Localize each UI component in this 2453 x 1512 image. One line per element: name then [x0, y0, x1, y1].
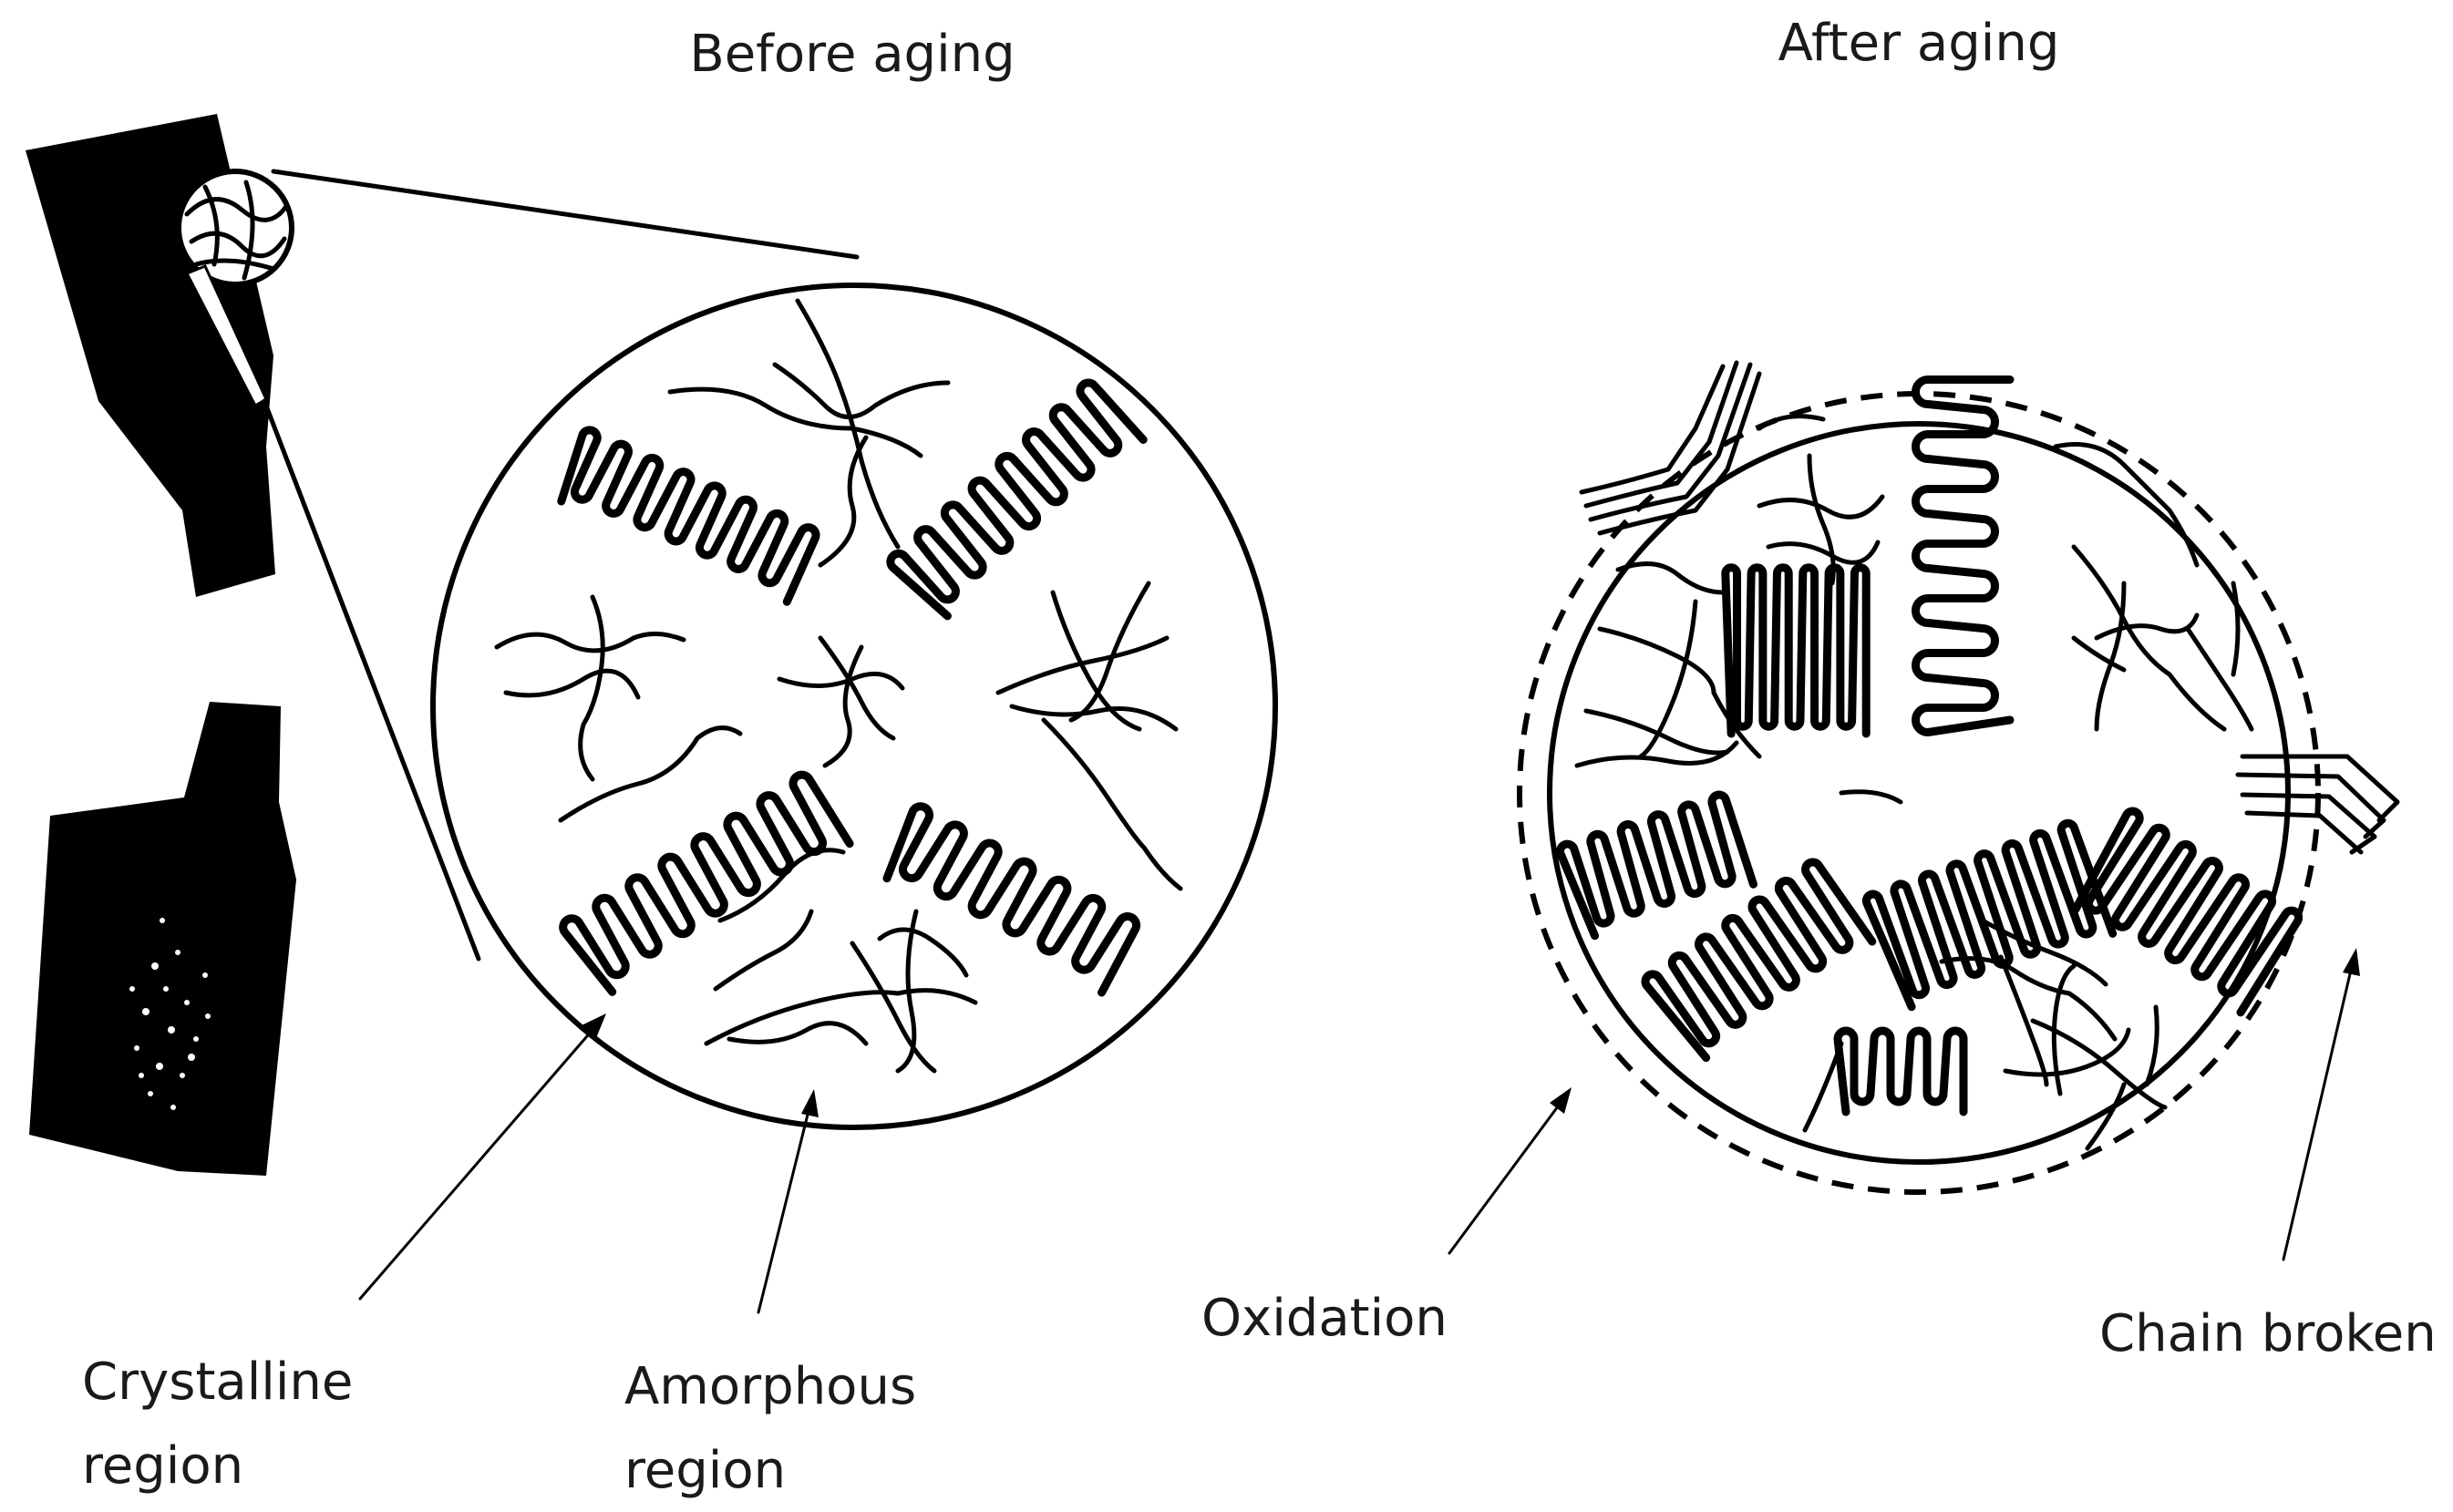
crystalline-label-line1: Crystalline — [82, 1353, 353, 1412]
lamella-stack — [559, 770, 854, 996]
before-lamellae — [557, 378, 1148, 997]
crystalline-label-line2: region — [82, 1436, 243, 1496]
lamella-stack — [1556, 790, 1757, 941]
lamella-stack — [1641, 858, 1877, 1063]
specimen-bottom-shape — [29, 702, 296, 1176]
specimen-top-shape — [26, 114, 294, 597]
oxidation-arrow — [1448, 1087, 1572, 1255]
before-aging-title: Before aging — [689, 25, 1015, 84]
crystalline-lamella — [1912, 375, 2015, 736]
lamella-stack — [1912, 375, 2015, 736]
crystalline-lamella — [1556, 790, 1757, 941]
zoom-line-upper — [271, 169, 860, 260]
oxidation-label: Oxidation — [1201, 1289, 1448, 1348]
lamella-stack — [886, 378, 1148, 621]
crystalline-lamella — [1721, 563, 1871, 738]
lamella-stack — [2071, 807, 2304, 1017]
lamella-stack — [1721, 563, 1871, 738]
zoom-line-lower — [262, 398, 481, 962]
chain-broken-label: Chain broken — [2099, 1304, 2437, 1363]
crystalline-arrow — [358, 1013, 606, 1301]
after-aging-title: After aging — [1778, 14, 2060, 73]
amorphous-label-line2: region — [624, 1441, 786, 1500]
crystalline-lamella — [557, 426, 820, 606]
before-amorphous-chains — [494, 298, 1183, 1074]
amorphous-label-line1: Amorphous — [624, 1357, 916, 1416]
lamella-stack — [557, 426, 820, 606]
crystalline-lamella — [559, 770, 854, 996]
crystalline-lamella — [882, 802, 1141, 997]
after-amorphous-chains — [1574, 414, 2254, 1151]
crystalline-lamella — [1641, 858, 1877, 1063]
oxidized-chain-fragment — [1579, 360, 1762, 536]
lamella-stack — [882, 802, 1141, 997]
lamella-stack — [1833, 1026, 1968, 1116]
crystalline-lamella — [1833, 1026, 1968, 1116]
lamella-stack — [1861, 818, 2118, 1012]
after-aging-circle — [1547, 421, 2291, 1165]
amorphous-arrow — [757, 1089, 819, 1314]
crystalline-lamella — [886, 378, 1148, 621]
chain-broken-arrow — [2282, 948, 2360, 1261]
crystalline-lamella — [2071, 807, 2304, 1017]
crystalline-lamella — [1861, 818, 2118, 1012]
broken-chain-fragment — [2235, 754, 2400, 855]
after-lamellae — [1556, 375, 2304, 1116]
before-aging-circle — [430, 283, 1278, 1130]
